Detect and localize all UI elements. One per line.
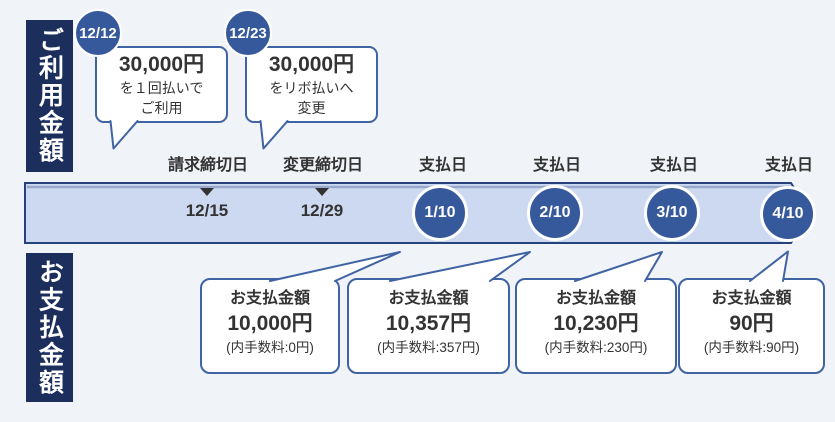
payment-box-3: お支払金額 10,230円 (内手数料:230円) bbox=[515, 278, 677, 374]
payment-box-2: お支払金額 10,357円 (内手数料:357円) bbox=[347, 278, 510, 374]
payment-fee-2: (内手数料:357円) bbox=[377, 340, 480, 355]
payment-title-2: お支払金額 bbox=[388, 290, 469, 307]
usage-event-bubble-1: 30,000円 を１回払いで ご利用 bbox=[95, 46, 228, 123]
payday-label-3: 支払日 bbox=[649, 157, 698, 174]
usage-event-bubble-2: 30,000円 をリボ払いへ 変更 bbox=[245, 46, 378, 123]
payment-box-1: お支払金額 10,000円 (内手数料:0円) bbox=[200, 278, 340, 374]
payment-fee-3: (内手数料:230円) bbox=[544, 340, 648, 355]
payment-tail-3 bbox=[574, 251, 663, 282]
payment-title-3: お支払金額 bbox=[555, 290, 636, 307]
usage-amount-2: 30,000円 bbox=[268, 53, 355, 76]
payment-amount-4: 90円 bbox=[729, 312, 774, 335]
payment-amount-section-label: お支払金額 bbox=[26, 253, 73, 402]
usage-date-badge-1: 12/12 bbox=[74, 9, 122, 57]
deadline-label-1: 請求締切日 bbox=[167, 157, 248, 174]
payday-circle-1: 1/10 bbox=[412, 185, 468, 241]
payment-box-4: お支払金額 90円 (内手数料:90円) bbox=[678, 278, 825, 374]
payment-tail-4 bbox=[749, 250, 789, 282]
usage-amount-section-label: ご利用金額 bbox=[26, 20, 73, 172]
usage-detail-2a: をリボ払いへ bbox=[269, 80, 354, 96]
deadline-date-2: 12/29 bbox=[300, 201, 344, 220]
payment-amount-1: 10,000円 bbox=[227, 312, 313, 335]
payment-tail-2 bbox=[389, 251, 531, 282]
payday-label-4: 支払日 bbox=[764, 157, 813, 174]
payment-fee-4: (内手数料:90円) bbox=[703, 340, 800, 355]
payment-fee-1: (内手数料:0円) bbox=[226, 340, 314, 355]
payment-amount-3: 10,230円 bbox=[553, 312, 639, 335]
down-arrow-icon bbox=[200, 188, 214, 196]
down-arrow-icon bbox=[315, 188, 329, 196]
payment-title-1: お支払金額 bbox=[229, 290, 310, 307]
payday-label-2: 支払日 bbox=[532, 157, 581, 174]
payday-label-1: 支払日 bbox=[418, 157, 467, 174]
payday-circle-2: 2/10 bbox=[527, 185, 583, 241]
payment-tail-1 bbox=[269, 251, 401, 282]
bubble-tail-1 bbox=[109, 120, 139, 150]
payment-amount-2: 10,357円 bbox=[385, 312, 472, 335]
payday-circle-3: 3/10 bbox=[644, 185, 700, 241]
usage-detail-2b: 変更 bbox=[297, 100, 326, 116]
usage-detail-1a: を１回払いで bbox=[119, 80, 204, 96]
payment-title-4: お支払金額 bbox=[711, 290, 792, 307]
usage-amount-1: 30,000円 bbox=[118, 53, 205, 76]
payday-circle-4: 4/10 bbox=[760, 186, 816, 242]
usage-date-badge-2: 12/23 bbox=[224, 9, 272, 57]
deadline-date-1: 12/15 bbox=[185, 201, 229, 220]
usage-detail-1b: ご利用 bbox=[140, 100, 183, 116]
bubble-tail-2 bbox=[259, 120, 289, 150]
deadline-label-2: 変更締切日 bbox=[282, 157, 363, 174]
